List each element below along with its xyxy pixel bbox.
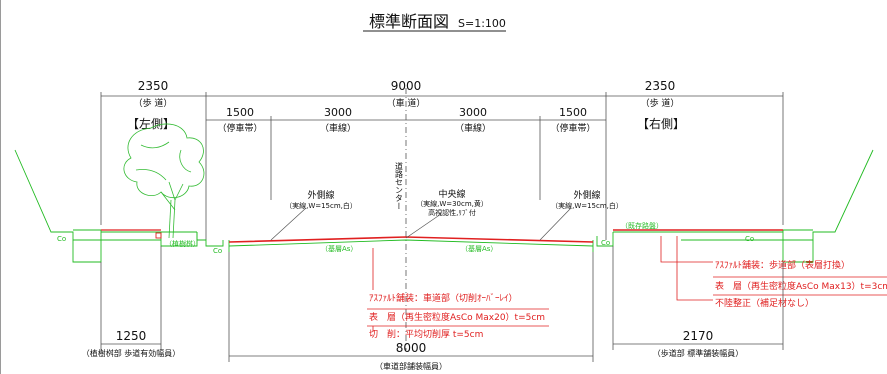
dim-label-lane-right: （車線） bbox=[455, 122, 491, 134]
center-line-detail: （実線,W=30cm,黄） bbox=[416, 199, 488, 208]
label-co-left-inner: Co bbox=[213, 247, 222, 255]
bottom-dim-center-label: （車道部舗装幅員） bbox=[375, 361, 447, 371]
dim-label-roadway: （車 道） bbox=[387, 97, 426, 109]
dim-label-parking-right: （停車帯） bbox=[550, 122, 595, 134]
bottom-dim-left-label: （植樹桝部 歩道有効幅員） bbox=[82, 348, 181, 358]
roadway-base-layer bbox=[228, 239, 594, 252]
dim-value-lane-left: 3000 bbox=[324, 106, 352, 119]
tree-icon bbox=[123, 123, 205, 239]
outer-line-left-detail: （実線,W=15cm,白） bbox=[285, 201, 357, 210]
dim-value-lane-right: 3000 bbox=[459, 106, 487, 119]
outer-line-right-detail: （実線,W=15cm,白） bbox=[551, 201, 623, 210]
label-base-right: （基層As） bbox=[461, 244, 497, 253]
bottom-dim-center-value: 8000 bbox=[396, 341, 427, 355]
dim-value-parking-left: 1500 bbox=[226, 106, 254, 119]
center-line-detail2: 高視認性,ﾘﾌﾞ付 bbox=[428, 208, 476, 217]
right-structure bbox=[596, 149, 874, 263]
side-label-right: 【右側】 bbox=[637, 116, 685, 131]
note-right-heading: ｱｽﾌｧﾙﾄ舗装：歩道部（表層打換） bbox=[715, 259, 850, 271]
note-left-heading: ｱｽﾌｧﾙﾄ舗装：車道部（切削ｵｰﾊﾞｰﾚｲ） bbox=[369, 292, 518, 304]
leader-lines bbox=[270, 207, 572, 241]
dim-label-left-sidewalk: （歩 道） bbox=[134, 97, 173, 109]
surface-layers bbox=[101, 229, 783, 243]
dim-value-left-sidewalk: 2350 bbox=[138, 79, 169, 93]
bottom-dimension-lines bbox=[100, 246, 784, 362]
label-co-right-inner: Co bbox=[601, 239, 610, 247]
label-planter: （植樹桝） bbox=[165, 239, 200, 248]
outer-line-right-title: 外側線 bbox=[573, 189, 600, 201]
drawing-title: 標準断面図 bbox=[369, 12, 449, 31]
outer-line-left-title: 外側線 bbox=[307, 189, 334, 201]
bottom-dim-right-label: （歩道部 標準舗装幅員） bbox=[653, 348, 744, 358]
center-line-title: 中央線 bbox=[438, 188, 465, 200]
bottom-dim-right-value: 2170 bbox=[683, 329, 714, 343]
label-existing-pavement: （既存路盤） bbox=[621, 221, 663, 230]
dim-label-parking-left: （停車帯） bbox=[217, 122, 262, 134]
label-base-left: （基層As） bbox=[321, 244, 357, 253]
note-right-line2: 不陸整正（補足材なし） bbox=[715, 297, 814, 309]
dim-value-roadway: 9000 bbox=[391, 79, 422, 93]
drawing-scale: S=1:100 bbox=[458, 17, 506, 30]
side-label-left: 【左側】 bbox=[127, 116, 175, 131]
dim-value-right-sidewalk: 2350 bbox=[645, 79, 676, 93]
dim-label-lane-left: （車線） bbox=[320, 122, 356, 134]
bottom-dim-left-value: 1250 bbox=[116, 329, 147, 343]
label-co-right-outer: Co bbox=[745, 235, 754, 243]
road-center-label: 道路センター bbox=[395, 161, 404, 210]
dim-value-parking-right: 1500 bbox=[559, 106, 587, 119]
note-underlines bbox=[367, 276, 887, 327]
note-left-line2: 切 削：平均切削厚 t=5cm bbox=[369, 328, 483, 340]
top-dimension-lines bbox=[100, 88, 784, 350]
label-co-left-outer: Co bbox=[57, 235, 66, 243]
note-leaders bbox=[372, 236, 713, 332]
note-left-line1: 表 層（再生密粒度AsCo Max20）t=5cm bbox=[369, 311, 545, 323]
note-right-line1: 表 層（再生密粒度AsCo Max13）t=3cm bbox=[715, 280, 887, 292]
dim-label-right-sidewalk: （歩 道） bbox=[641, 97, 680, 109]
